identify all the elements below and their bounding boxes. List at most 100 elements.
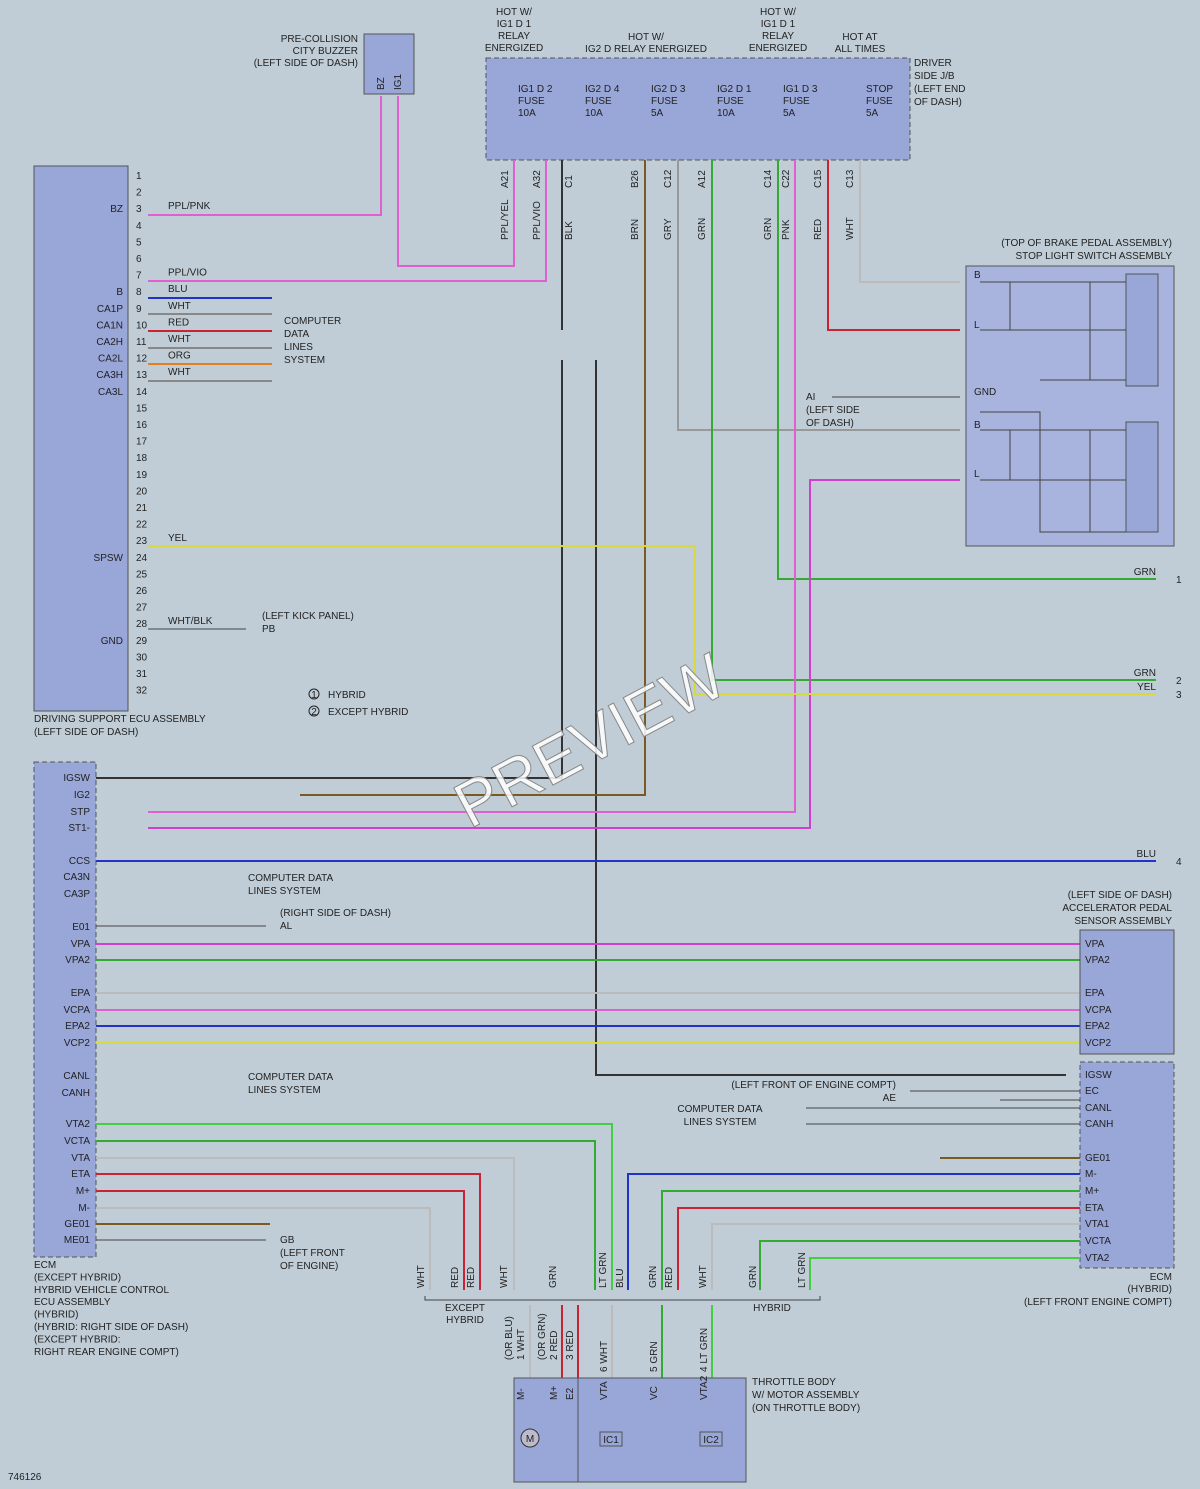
bottom-wire-color: RED <box>450 1267 461 1288</box>
jb-label-3: (LEFT END <box>914 84 966 95</box>
group-hybrid: HYBRID <box>753 1303 791 1314</box>
ground-ai-2: (LEFT SIDE <box>806 405 860 416</box>
fuse-label: 10A <box>585 108 603 119</box>
ecu-wire-color: WHT <box>168 301 191 312</box>
ground-pb-1: (LEFT KICK PANEL) <box>262 611 354 622</box>
ecu-pin-num: 14 <box>136 387 148 398</box>
ecu-wire-color: WHT <box>168 334 191 345</box>
power-label: HOT W/ <box>628 32 664 43</box>
cdl4-2: LINES SYSTEM <box>248 1085 321 1096</box>
right-output-color: GRN <box>1134 668 1156 679</box>
ecu-pin-name: CA3H <box>96 370 123 381</box>
ground-pb-2: PB <box>262 624 276 635</box>
fuse-label: IG2 D 1 <box>717 84 752 95</box>
ecm-right-label-3: (LEFT FRONT ENGINE COMPT) <box>1024 1297 1172 1308</box>
wire-r-eta <box>677 1207 1080 1290</box>
jb-pin: B26 <box>630 170 641 188</box>
ecu-pin-num: 23 <box>136 536 148 547</box>
throttle-pin: E2 <box>565 1387 576 1400</box>
ecm-right-pin: CANL <box>1085 1103 1112 1114</box>
ecu-pin-num: 10 <box>136 320 148 331</box>
ground-ae-2: AE <box>883 1093 897 1104</box>
cdl4-1: COMPUTER DATA <box>248 1072 334 1083</box>
throttle-ic1 <box>599 1431 623 1447</box>
ecu-pin-num: 3 <box>136 204 142 215</box>
throttle-ic2-label: IC2 <box>703 1435 719 1446</box>
bottom-wire-color: WHT <box>499 1265 510 1288</box>
buzzer-pin-ig1: IG1 <box>393 73 404 90</box>
bottom-wire-color: RED <box>664 1267 675 1288</box>
ecm-right-pin: M- <box>1085 1169 1097 1180</box>
fuse-label: FUSE <box>866 96 893 107</box>
ecm-left-pin: CANL <box>63 1071 90 1082</box>
right-output-color: YEL <box>1137 682 1156 693</box>
power-label: HOT AT <box>842 32 877 43</box>
fuse-label: IG2 D 3 <box>651 84 686 95</box>
ecu-pin-num: 20 <box>136 486 148 497</box>
legend-except-marker <box>308 705 320 717</box>
accel-pin: VPA <box>1085 939 1105 950</box>
ecu-pin-num: 12 <box>136 354 148 365</box>
ecm-left-text-line: (HYBRID: RIGHT SIDE OF DASH) <box>34 1322 188 1333</box>
stop-pin-l1: L <box>974 320 980 331</box>
throttle-pin: M+ <box>549 1386 560 1400</box>
bottom-wire-color: GRN <box>548 1266 559 1288</box>
ecu-wire-color: PPL/VIO <box>168 268 207 279</box>
legend-hybrid: HYBRID <box>328 690 366 701</box>
ecm-right-label-2: (HYBRID) <box>1128 1284 1172 1295</box>
ecu-pin-num: 6 <box>136 254 142 265</box>
wire-bz-ppl-pnk <box>148 96 382 216</box>
fuse-label: 5A <box>783 108 796 119</box>
throttle-body <box>513 1377 747 1483</box>
buzzer-label-3: (LEFT SIDE OF DASH) <box>254 58 358 69</box>
throttle-label-1: THROTTLE BODY <box>752 1377 836 1388</box>
ground-al-1: (RIGHT SIDE OF DASH) <box>280 908 391 919</box>
jb-pin: C14 <box>763 169 774 188</box>
ecm-right-label-1: ECM <box>1150 1272 1172 1283</box>
jb-wire-color: PNK <box>781 219 792 240</box>
wire-mplus-red <box>96 1190 465 1290</box>
jb-wire-color: PPL/VIO <box>532 201 543 240</box>
ecu-pin-num: 1 <box>136 171 142 182</box>
ecu-wire-color: ORG <box>168 351 191 362</box>
cdl-1: COMPUTER <box>284 316 341 327</box>
ecm-left-pin: VCTA <box>64 1136 90 1147</box>
ecu-label-2: (LEFT SIDE OF DASH) <box>34 727 138 738</box>
ecm-left-pin: M+ <box>76 1186 90 1197</box>
ecu-pin-name: SPSW <box>94 553 124 564</box>
bottom-wire-color: GRN <box>748 1266 759 1288</box>
stop-ic2 <box>1125 421 1159 533</box>
stop-ic1 <box>1125 273 1159 387</box>
ecu-pin-num: 9 <box>136 304 142 315</box>
ecu-pin-num: 8 <box>136 287 142 298</box>
ecu-pin-num: 30 <box>136 652 148 663</box>
wire-r-mplus <box>661 1190 1080 1290</box>
ecu-pin-num: 22 <box>136 520 148 531</box>
power-label: RELAY <box>498 31 530 42</box>
legend-except-num: 2 <box>311 707 317 718</box>
bottom-wire-color: GRN <box>648 1266 659 1288</box>
figure-id: 746126 <box>8 1472 42 1483</box>
ecm-left-text-line: (HYBRID) <box>34 1310 78 1321</box>
bottom-wire-color: WHT <box>416 1265 427 1288</box>
driver-side-jb <box>485 57 911 161</box>
accel-pedal-sensor <box>1079 929 1175 1055</box>
ecu-label-1: DRIVING SUPPORT ECU ASSEMBLY <box>34 714 206 725</box>
stop-pin-gnd: GND <box>974 387 996 398</box>
accel-pin: EPA2 <box>1085 1021 1110 1032</box>
driving-support-ecu <box>33 165 129 712</box>
throttle-pin: M- <box>516 1388 527 1400</box>
accel-pin: VPA2 <box>1085 955 1110 966</box>
cdl-3: LINES <box>284 342 313 353</box>
ecm-left-pin: VTA <box>71 1153 90 1164</box>
ecm-left-text-line: ECM <box>34 1260 56 1271</box>
buzzer-label-1: PRE-COLLISION <box>281 34 358 45</box>
accel-pin: EPA <box>1085 988 1105 999</box>
jb-wire-color: WHT <box>845 217 856 240</box>
ecu-wire-color: PPL/PNK <box>168 201 211 212</box>
wire-brn-b26 <box>300 160 646 796</box>
